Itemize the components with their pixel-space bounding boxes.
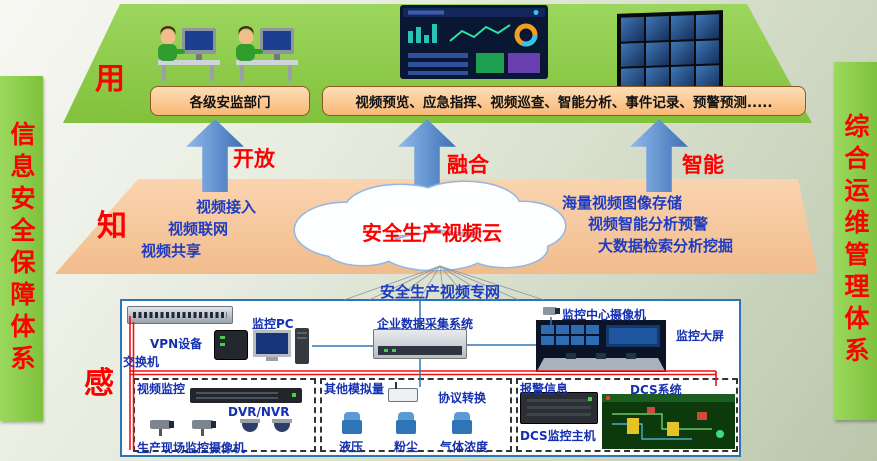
camera-base: [272, 419, 292, 423]
video-group-title: 视频监控: [137, 382, 186, 396]
gas-label: 气体浓度: [440, 440, 489, 454]
alarm-info-title: 报警信息: [520, 382, 569, 396]
center-camera-icon: [543, 304, 560, 317]
data-collection-device: [373, 329, 467, 359]
control-room-illustration: [536, 320, 666, 372]
data-collection-label: 企业数据采集系统: [377, 317, 474, 331]
camera-mount: [201, 429, 204, 436]
sensor-body: [342, 420, 362, 434]
dvr-label: DVR/NVR: [228, 405, 290, 419]
know-item-bigdata: 大数据检索分析挖掘: [598, 237, 734, 255]
dome-camera-icon: [272, 419, 292, 433]
camera-lens: [169, 421, 174, 428]
gas-sensor-icon: [452, 412, 472, 434]
dashboard-illustration: [400, 5, 548, 79]
dcs-vent: [527, 406, 591, 409]
camera-dome: [274, 423, 290, 432]
hydraulic-label: 液压: [339, 440, 364, 454]
know-item-video-share: 视频共享: [141, 242, 202, 260]
bullet-camera-icon: [150, 418, 176, 436]
switch-label: 交换机: [123, 355, 160, 369]
sensor-body: [452, 420, 472, 434]
big-screen-label: 监控大屏: [676, 329, 725, 343]
protocol-converter-device: [388, 382, 418, 402]
camera-body: [150, 420, 171, 429]
right-system-label: 综合运维管理体系: [841, 113, 870, 369]
arrow-intelligent-label: 智能: [682, 153, 724, 177]
server-led: [392, 349, 396, 352]
dcs-host-label: DCS监控主机: [520, 429, 596, 443]
sensor-top: [454, 412, 470, 420]
sense-tag: 感: [84, 366, 114, 401]
monitor-pc-label: 监控PC: [252, 317, 294, 331]
switch-ports: [133, 312, 227, 318]
switch-device: [127, 306, 233, 324]
monitor-pc-tower: [295, 328, 309, 364]
hydraulic-sensor-icon: [342, 412, 362, 434]
site-cameras-label: 生产现场监控摄像机: [137, 441, 246, 455]
sensor-top: [398, 412, 414, 420]
functions-box-label: 视频预览、应急指挥、视频巡查、智能分析、事件记录、预警预测.....: [355, 95, 773, 111]
vpn-label: VPN设备: [150, 337, 203, 351]
left-system-label: 信息安全保障体系: [7, 120, 36, 377]
vpn-led: [220, 343, 225, 346]
private-network-label: 安全生产视频专网: [379, 283, 500, 301]
camera-mount: [159, 429, 162, 436]
dvr-slot: [196, 397, 278, 399]
server-front-panel: [378, 346, 462, 355]
converter-antenna: [395, 382, 397, 389]
camera-base: [240, 419, 260, 423]
left-system-bar: 信息安全保障体系: [0, 76, 43, 421]
arrow-fusion-label: 融合: [447, 153, 489, 177]
monitor-pc-stand: [266, 357, 278, 361]
tower-slot: [297, 332, 307, 334]
bullet-camera-icon: [192, 418, 218, 436]
know-item-video-access: 视频接入: [196, 198, 257, 216]
know-item-storage: 海量视频图像存储: [562, 194, 683, 212]
converter-label: 协议转换: [438, 391, 487, 405]
sensor-body: [396, 420, 416, 434]
dept-box: 各级安监部门: [150, 86, 310, 116]
dcs-vent: [527, 413, 591, 416]
camera-lens: [555, 308, 560, 314]
analog-group-title: 其他模拟量: [324, 382, 385, 396]
server-led: [384, 349, 388, 352]
operators-illustration: [158, 26, 298, 81]
functions-box: 视频预览、应急指挥、视频巡查、智能分析、事件记录、预警预测.....: [322, 86, 806, 116]
dvr-slot: [196, 392, 278, 394]
right-system-bar: 综合运维管理体系: [834, 62, 877, 420]
dcs-system-label: DCS系统: [630, 383, 682, 397]
know-tag: 知: [97, 209, 127, 244]
dvr-device: [190, 388, 302, 403]
dust-sensor-icon: [396, 412, 416, 434]
video-wall-illustration: [617, 10, 723, 97]
use-tag: 用: [95, 62, 125, 97]
camera-dome: [242, 423, 258, 432]
dust-label: 粉尘: [394, 440, 419, 454]
vpn-led: [220, 336, 225, 339]
dcs-host-device: [520, 392, 598, 424]
dcs-vent: [527, 399, 591, 402]
tower-slot: [297, 337, 307, 339]
vpn-device: [214, 330, 248, 360]
know-item-video-network: 视频联网: [168, 220, 229, 238]
camera-lens: [211, 421, 216, 428]
sensor-top: [344, 412, 360, 420]
camera-body: [543, 307, 556, 315]
center-camera-label: 监控中心摄像机: [562, 308, 647, 322]
dome-camera-icon: [240, 419, 260, 433]
dcs-screen-illustration: [602, 394, 735, 449]
dcs-led: [588, 397, 592, 401]
arrow-open-label: 开放: [233, 147, 275, 171]
cloud-title: 安全生产视频云: [362, 221, 502, 245]
know-item-analysis: 视频智能分析预警: [588, 215, 709, 233]
monitor-pc-screen: [253, 330, 291, 357]
dvr-led: [292, 393, 296, 397]
camera-body: [192, 420, 213, 429]
dept-box-label: 各级安监部门: [189, 95, 271, 111]
